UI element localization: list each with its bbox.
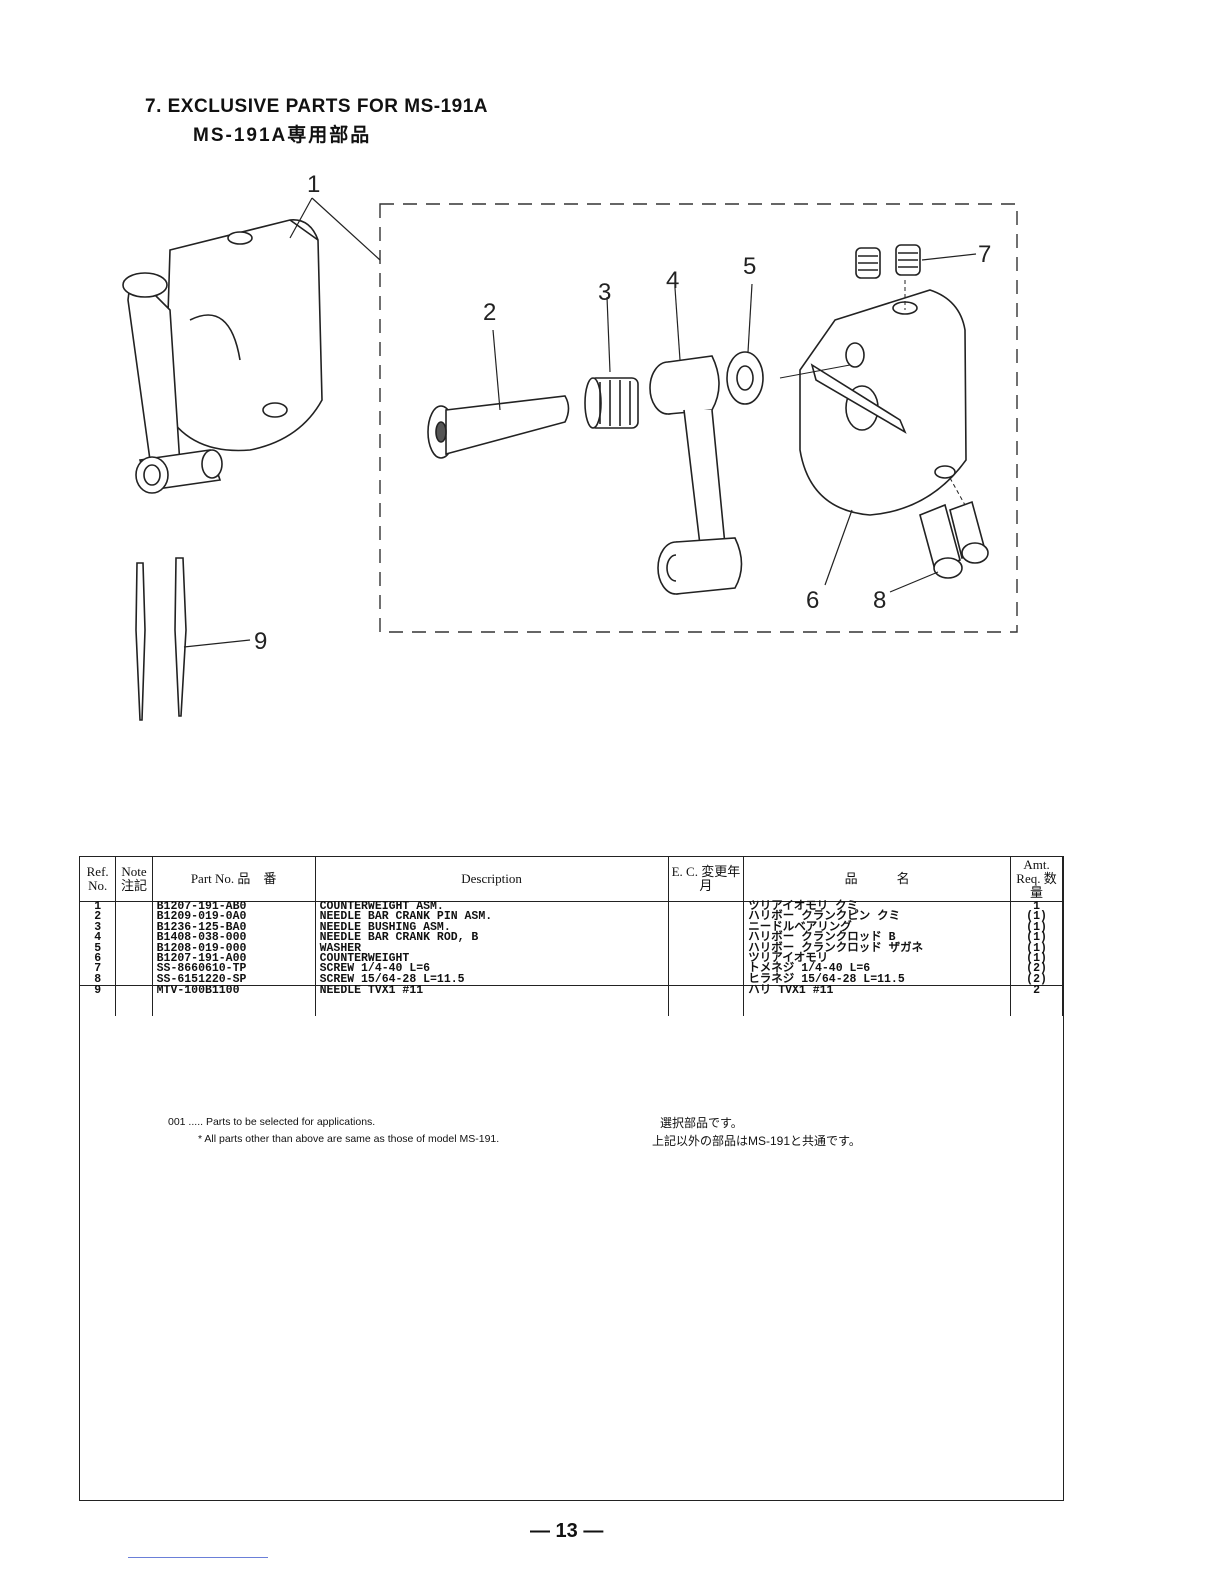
cell-ref: 9 [78,985,117,1017]
cell-ec [667,964,745,975]
exploded-parts-diagram: 1 2 3 4 5 6 7 8 9 [122,171,1018,721]
col-description: Description [314,856,669,902]
cell-note [115,943,153,955]
cell-name-jp: ハリボー クランクロッド ザガネ [743,942,1012,954]
callout-8: 8 [873,587,886,614]
counterweight-assembly-drawing [122,219,323,494]
cell-amt: (1) [1010,921,1063,933]
crank-rod-drawing [649,355,743,595]
cell-name-jp: トメネジ 1/4-40 L=6 [743,963,1012,975]
cell-amt: (1) [1010,942,1063,954]
col-name-jp: 品 名 [743,856,1012,902]
table-row: 6 B1207-191-A00 COUNTERWEIGHT ツリアイオモリ (1… [78,953,1063,965]
cell-description: NEEDLE BAR CRANK ROD, B [314,932,669,944]
needles-drawing [135,557,187,721]
col-note: Note 注記 [115,856,153,902]
needle-bushing-drawing [584,377,639,429]
table-row: 4 B1408-038-000 NEEDLE BAR CRANK ROD, B … [78,932,1063,944]
counterweight-drawing [799,289,967,516]
parts-table: Ref. No. Note 注記 Part No. 品 番 Descriptio… [78,856,1063,1017]
table-row: 2 B1209-019-0A0 NEEDLE BAR CRANK PIN ASM… [78,911,1063,923]
bottom-rule [128,1557,268,1558]
callout-4: 4 [666,267,679,294]
col-amt: Amt. Req. 数量 [1010,856,1063,902]
cell-description: WASHER [314,942,669,954]
cell-ec [667,933,745,944]
note-common-parts: * All parts other than above are same as… [198,1133,500,1145]
cell-amt: (2) [1010,974,1063,986]
col-ec: E. C. 変更年月 [667,856,745,902]
col-ref: Ref. No. [78,856,117,902]
cell-description: COUNTERWEIGHT ASM. [314,901,669,913]
callout-1: 1 [307,171,320,198]
crank-pin-drawing [427,395,570,459]
callout-5: 5 [743,253,756,280]
note-selected-parts-jp: 選択部品です。 [660,1116,743,1130]
cell-ec [667,901,745,913]
cell-amt: 1 [1010,901,1063,913]
cell-note [115,964,153,975]
table-row: 7 SS-8660610-TP SCREW 1/4-40 L=6 トメネジ 1/… [78,963,1063,975]
cell-name-jp: ハリ TVX1 #11 [743,985,1012,1017]
cell-name-jp: ハリボー クランクピン クミ [743,911,1012,923]
cell-note [115,954,153,965]
cell-note [115,922,153,934]
cell-amt: (1) [1010,953,1063,965]
screws-drawing [919,500,989,579]
callout-9: 9 [254,628,267,655]
cell-ec [667,985,745,1017]
set-screws-drawing [855,244,921,279]
cell-ec [667,974,745,986]
cell-description: NEEDLE BAR CRANK PIN ASM. [314,911,669,923]
cell-name-jp: ハリボー クランクロッド B [743,932,1012,944]
cell-description: SCREW 1/4-40 L=6 [314,963,669,975]
cell-ec [667,912,745,923]
detail-box [379,203,1018,633]
section-title: 7. EXCLUSIVE PARTS FOR MS-191A [145,96,488,117]
table-row: 1 B1207-191-AB0 COUNTERWEIGHT ASM. ツリアイオ… [78,901,1063,913]
cell-amt: (2) [1010,963,1063,975]
callout-6: 6 [806,587,819,614]
note-selected-parts: 001 ..... Parts to be selected for appli… [168,1116,376,1128]
section-title-jp: MS-191A専用部品 [193,125,372,146]
cell-amt: 2 [1010,985,1063,1017]
cell-name-jp: ツリアイオモリ クミ [743,901,1012,913]
cell-amt: (1) [1010,911,1063,923]
cell-note [115,974,153,986]
cell-description: NEEDLE TVX1 #11 [314,985,669,1017]
cell-description: SCREW 15/64-28 L=11.5 [314,974,669,986]
note-common-parts-jp: 上記以外の部品はMS-191と共通です。 [652,1134,861,1148]
cell-ec [667,954,745,965]
cell-ec [667,922,745,934]
cell-part-no: MTV-100B1100 [151,985,316,1017]
cell-description: NEEDLE BUSHING ASM. [314,921,669,933]
cell-amt: (1) [1010,932,1063,944]
table-row: 9 MTV-100B1100 NEEDLE TVX1 #11 ハリ TVX1 #… [78,985,1063,1017]
table-row: 8 SS-6151220-SP SCREW 15/64-28 L=11.5 ヒラ… [78,974,1063,986]
cell-description: COUNTERWEIGHT [314,953,669,965]
cell-name-jp: ニードルベアリング [743,921,1012,933]
cell-note [115,912,153,923]
cell-name-jp: ツリアイオモリ [743,953,1012,965]
cell-note [115,933,153,944]
callout-3: 3 [598,279,611,306]
table-row: 5 B1208-019-000 WASHER ハリボー クランクロッド ザガネ … [78,942,1063,955]
cell-note [115,901,153,913]
callout-2: 2 [483,299,496,326]
page-number: — 13 — [530,1520,604,1542]
washer-drawing [726,351,764,405]
table-row: 3 B1236-125-BA0 NEEDLE BUSHING ASM. ニードル… [78,921,1063,934]
col-part-no: Part No. 品 番 [151,856,316,902]
cell-ec [667,943,745,955]
cell-note [115,985,153,1017]
callout-7: 7 [978,241,991,268]
cell-name-jp: ヒラネジ 15/64-28 L=11.5 [743,974,1012,986]
